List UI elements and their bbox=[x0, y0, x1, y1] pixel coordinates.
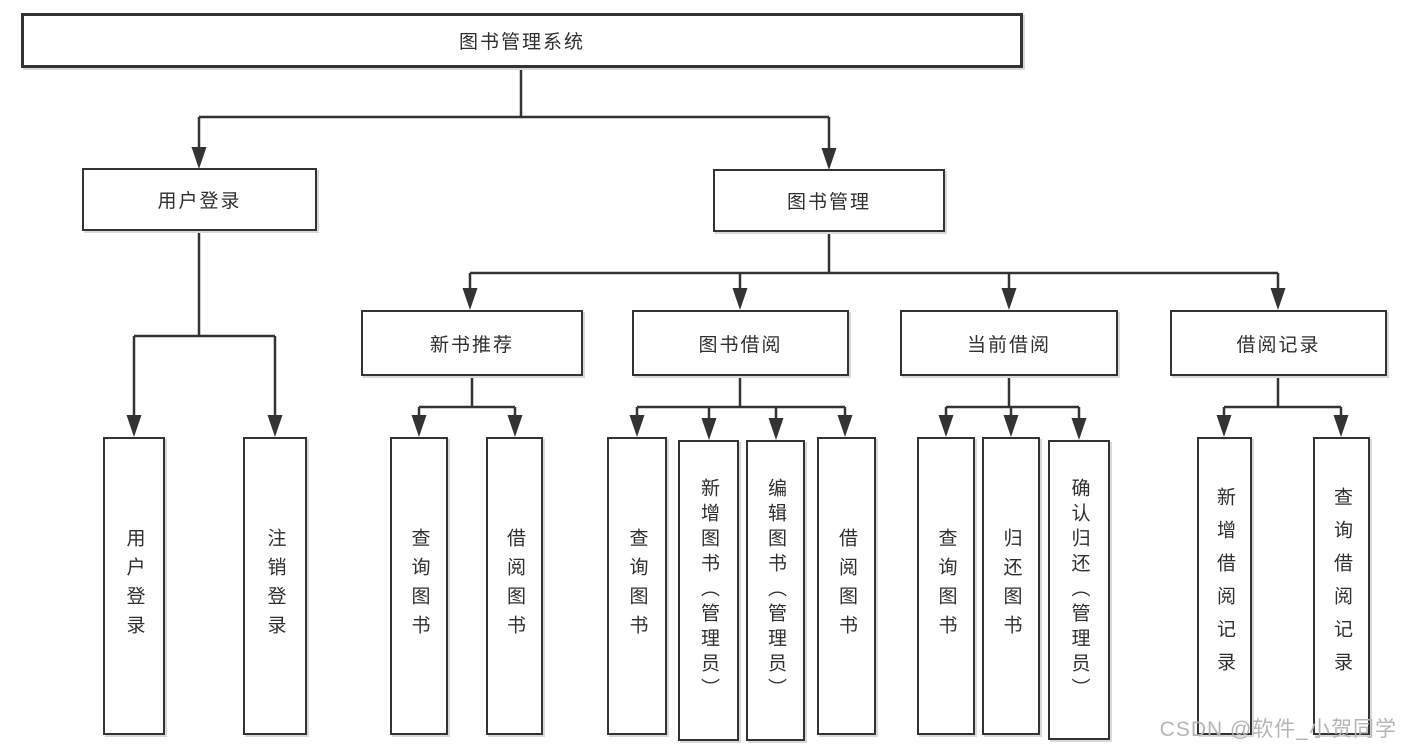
leaf-borrow-books-newbook: 借阅图书 bbox=[486, 437, 543, 735]
leaf-label: 新增图书（管理员） bbox=[698, 478, 719, 703]
node-label: 新书推荐 bbox=[429, 334, 514, 356]
node-label: 借阅记录 bbox=[1236, 334, 1321, 356]
leaf-label: 注销登录 bbox=[264, 528, 286, 644]
node-label: 当前借阅 bbox=[966, 334, 1051, 356]
leaf-borrow-books-borrow: 借阅图书 bbox=[817, 437, 876, 735]
node-label: 图书管理系统 bbox=[458, 32, 585, 53]
leaf-label: 编辑图书（管理员） bbox=[765, 478, 786, 703]
arrowheads bbox=[126, 147, 1349, 440]
node-label: 图书管理 bbox=[786, 192, 871, 213]
leaf-query-books-newbook: 查询图书 bbox=[390, 437, 448, 735]
leaf-user-login: 用户登录 bbox=[103, 437, 165, 735]
leaf-query-books-current: 查询图书 bbox=[917, 437, 975, 735]
node-book-management: 图书管理 bbox=[713, 169, 945, 232]
node-label: 用户登录 bbox=[157, 191, 242, 212]
leaf-logout: 注销登录 bbox=[243, 437, 307, 735]
leaf-label: 查询借阅记录 bbox=[1331, 487, 1352, 685]
node-library-management-system: 图书管理系统 bbox=[21, 13, 1023, 68]
leaf-label: 确认归还（管理员） bbox=[1068, 477, 1090, 703]
csdn-watermark: CSDN @软件_小贺同学 bbox=[1159, 718, 1397, 741]
leaf-label: 借阅图书 bbox=[504, 528, 525, 644]
leaf-confirm-return-admin: 确认归还（管理员） bbox=[1048, 440, 1110, 740]
leaf-return-books: 归还图书 bbox=[982, 437, 1040, 735]
node-borrowing-records: 借阅记录 bbox=[1170, 310, 1387, 376]
leaf-add-books-admin: 新增图书（管理员） bbox=[678, 440, 739, 741]
leaf-label: 借阅图书 bbox=[836, 528, 857, 644]
leaf-edit-books-admin: 编辑图书（管理员） bbox=[746, 440, 805, 741]
leaf-label: 新增借阅记录 bbox=[1214, 487, 1235, 685]
node-label: 图书借阅 bbox=[698, 334, 783, 356]
leaf-query-books-borrow: 查询图书 bbox=[607, 437, 667, 735]
leaf-label: 查询图书 bbox=[626, 528, 648, 644]
leaf-label: 用户登录 bbox=[123, 528, 145, 644]
node-user-login: 用户登录 bbox=[82, 168, 317, 231]
leaf-query-borrow-record: 查询借阅记录 bbox=[1313, 437, 1370, 735]
node-current-borrowing: 当前借阅 bbox=[900, 310, 1118, 376]
leaf-label: 查询图书 bbox=[408, 528, 430, 644]
node-new-book-recommendation: 新书推荐 bbox=[361, 310, 583, 376]
node-book-borrowing: 图书借阅 bbox=[632, 310, 849, 376]
leaf-add-borrow-record: 新增借阅记录 bbox=[1197, 437, 1252, 735]
leaf-label: 查询图书 bbox=[935, 528, 957, 644]
leaf-label: 归还图书 bbox=[1000, 528, 1022, 644]
